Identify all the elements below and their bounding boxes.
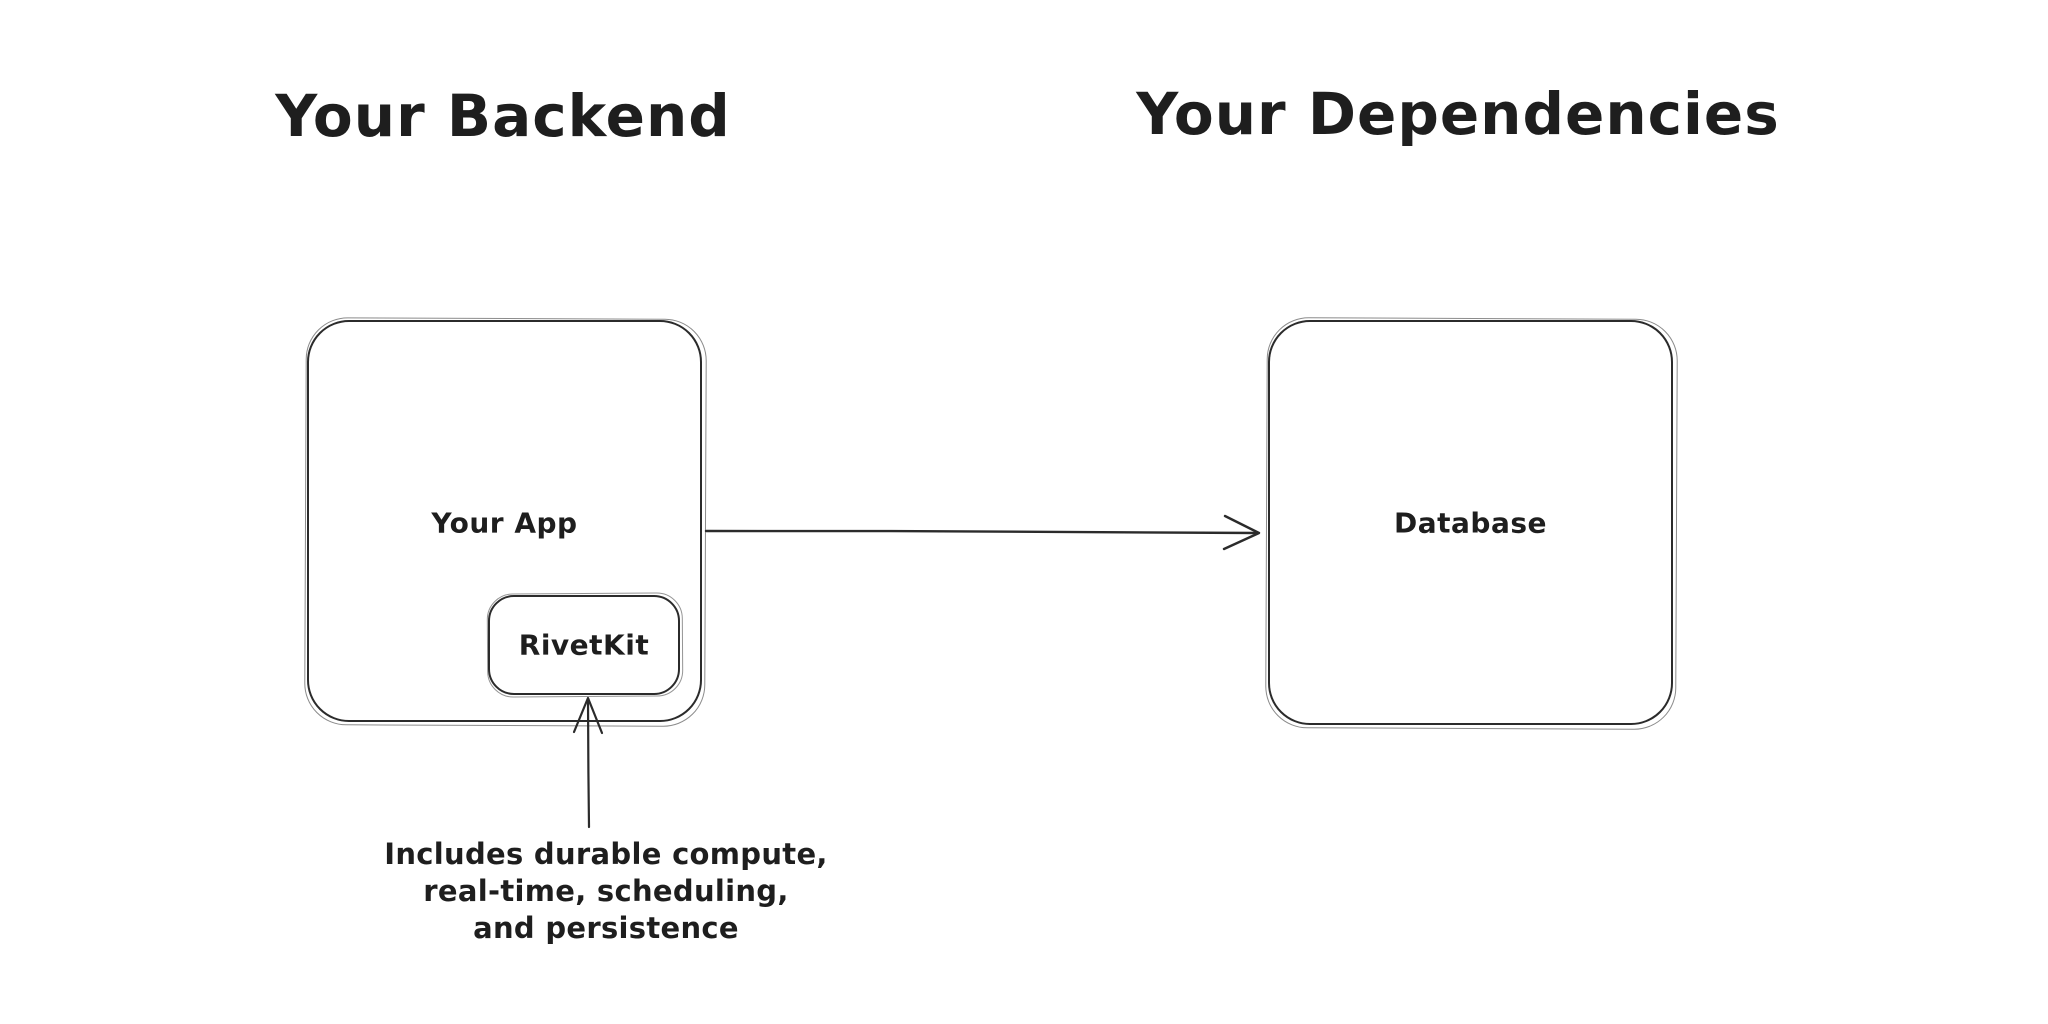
section-title-your-dependencies: Your Dependencies bbox=[1136, 80, 1780, 148]
node-rivetkit-label: RivetKit bbox=[518, 628, 650, 662]
annotation-line: real-time, scheduling, bbox=[423, 874, 789, 908]
section-title-your-backend: Your Backend bbox=[275, 82, 731, 150]
annotation-line: and persistence bbox=[473, 911, 739, 945]
arrow-app-to-database bbox=[704, 514, 1261, 551]
node-database-label: Database bbox=[1393, 506, 1548, 539]
node-database: Database bbox=[1268, 320, 1673, 725]
node-your-app: Your App RivetKit bbox=[307, 320, 702, 722]
annotation-line: Includes durable compute, bbox=[384, 837, 828, 871]
node-your-app-label: Your App bbox=[431, 506, 578, 540]
annotation-rivetkit-features: Includes durable compute, real-time, sch… bbox=[384, 836, 828, 947]
node-rivetkit: RivetKit bbox=[488, 595, 680, 695]
